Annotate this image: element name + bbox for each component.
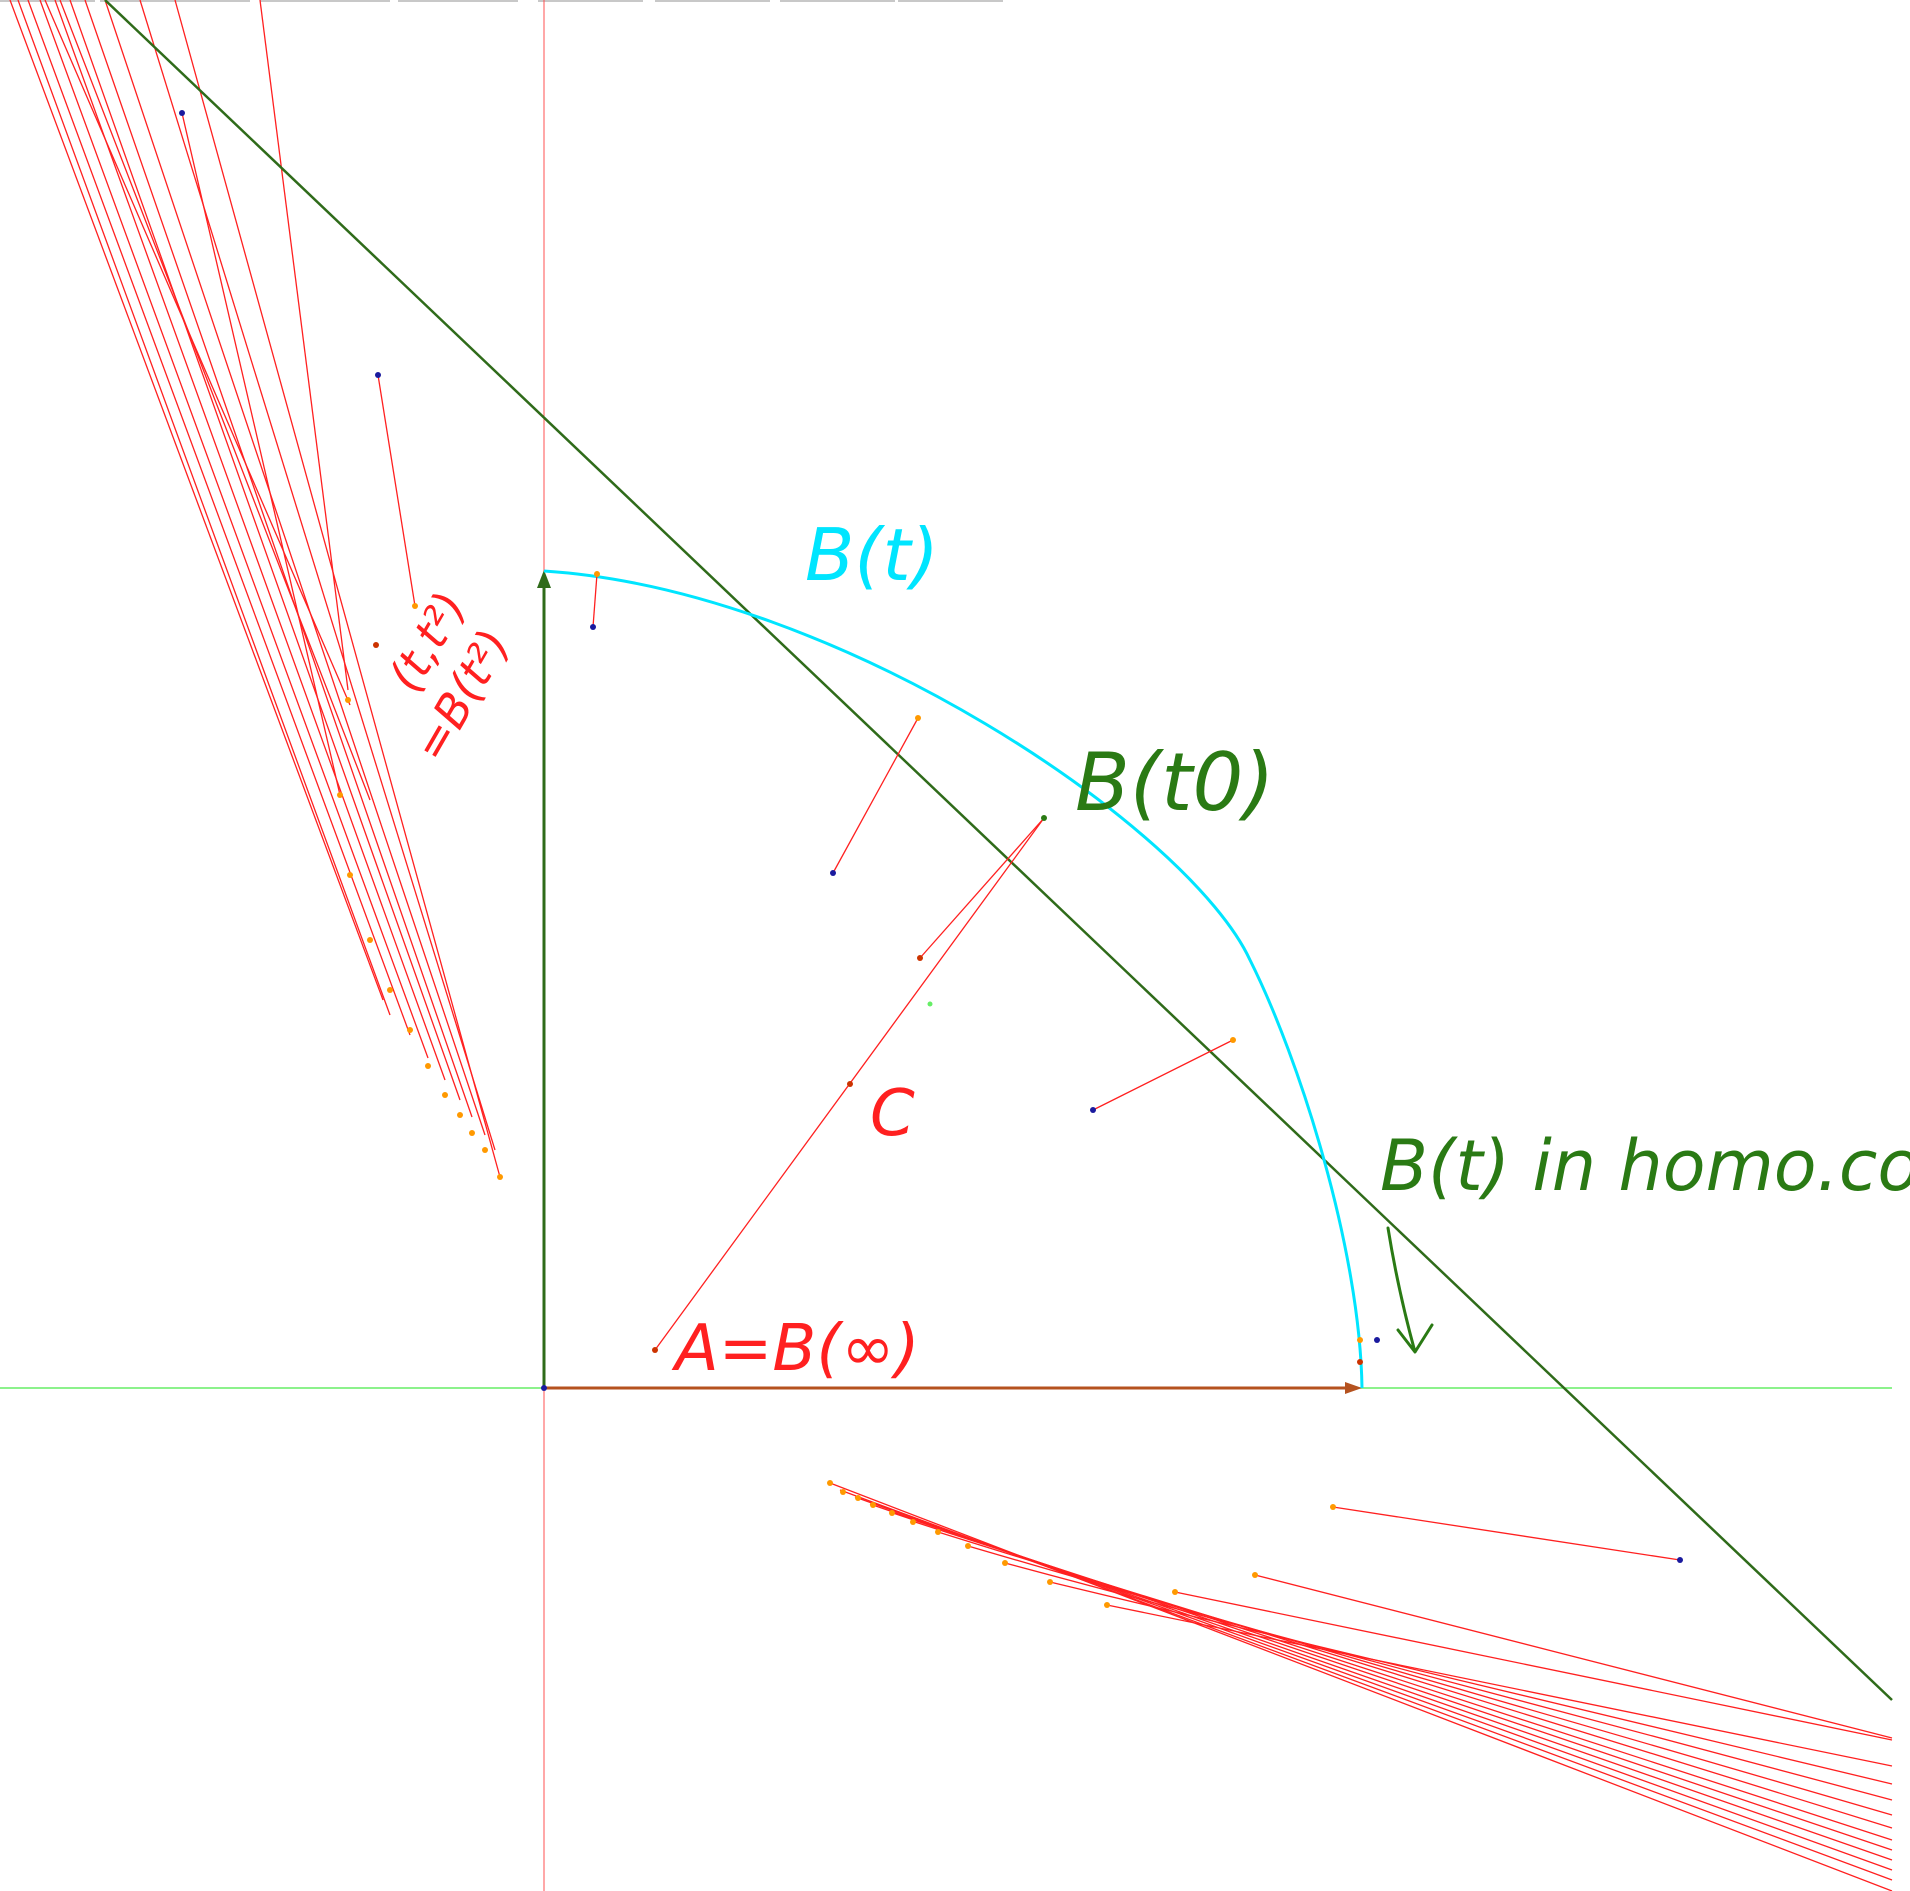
cyan-bezier-curve [543, 569, 1364, 1389]
label-b-t: B(t) [805, 513, 939, 597]
toolbar-tab-3[interactable] [260, 0, 390, 2]
toolbar-tab-7[interactable] [780, 0, 895, 2]
toolbar-tab-8[interactable] [898, 0, 1003, 2]
label-c: C [870, 1077, 915, 1151]
label-b-t0: B(t0) [1075, 736, 1275, 829]
control-points [179, 110, 1683, 1563]
red-ray-fan-bottom [829, 1482, 1893, 1891]
label-a-equals-b-inf: A=B(∞) [671, 1312, 920, 1386]
annotation-arrow [1386, 1226, 1434, 1354]
toolbar-tab-5[interactable] [538, 0, 643, 2]
horizontal-arrow-head [1345, 1382, 1362, 1394]
toolbar-tab-1[interactable] [0, 0, 95, 2]
vertical-arrow-head [537, 570, 551, 588]
label-homo-coords: B(t) in homo.coords [1380, 1125, 1910, 1207]
red-connectors [592, 573, 1234, 1351]
bezier-control-line [104, 0, 1893, 1701]
toolbar-tab-4[interactable] [398, 0, 518, 2]
red-ray-fan-left [9, 0, 501, 1178]
orange-points [337, 571, 1363, 1608]
toolbar-tab-6[interactable] [655, 0, 770, 2]
